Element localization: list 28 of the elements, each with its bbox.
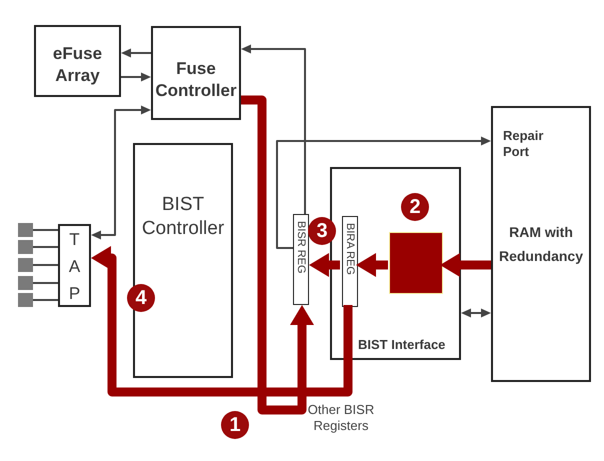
step-number-badge: 3 <box>308 217 336 245</box>
block-label: BIST Interface <box>358 337 446 352</box>
interface-box <box>330 167 461 360</box>
block-box <box>151 26 241 120</box>
block-box <box>34 25 121 97</box>
pin-pad <box>18 240 33 254</box>
step-number-badge: 2 <box>401 193 429 221</box>
pin-pad <box>18 276 33 290</box>
block-label: BIST Controller <box>140 193 226 241</box>
engine-block <box>390 233 442 293</box>
port-label: Repair Port <box>503 128 544 160</box>
pin-pad <box>18 258 33 272</box>
pin-pad <box>18 223 33 237</box>
block-label: RAM with Redundancy <box>498 223 584 266</box>
note-label: Other BISR Registers <box>306 402 376 434</box>
register-label: BIRA REG <box>344 223 356 275</box>
step-number-badge: 4 <box>127 284 155 312</box>
tap-box <box>58 224 91 307</box>
controller-box <box>133 143 233 378</box>
block-label: TAP <box>68 229 82 305</box>
block-label: eFuse Array <box>52 43 104 87</box>
register-bar <box>342 216 358 307</box>
pin-pad <box>18 293 33 307</box>
register-label: BISR REG <box>295 221 307 274</box>
block-label: Fuse Controller <box>154 58 238 102</box>
register-bar <box>293 214 309 305</box>
step-number-badge: 1 <box>221 411 249 439</box>
memory-block <box>491 106 591 382</box>
